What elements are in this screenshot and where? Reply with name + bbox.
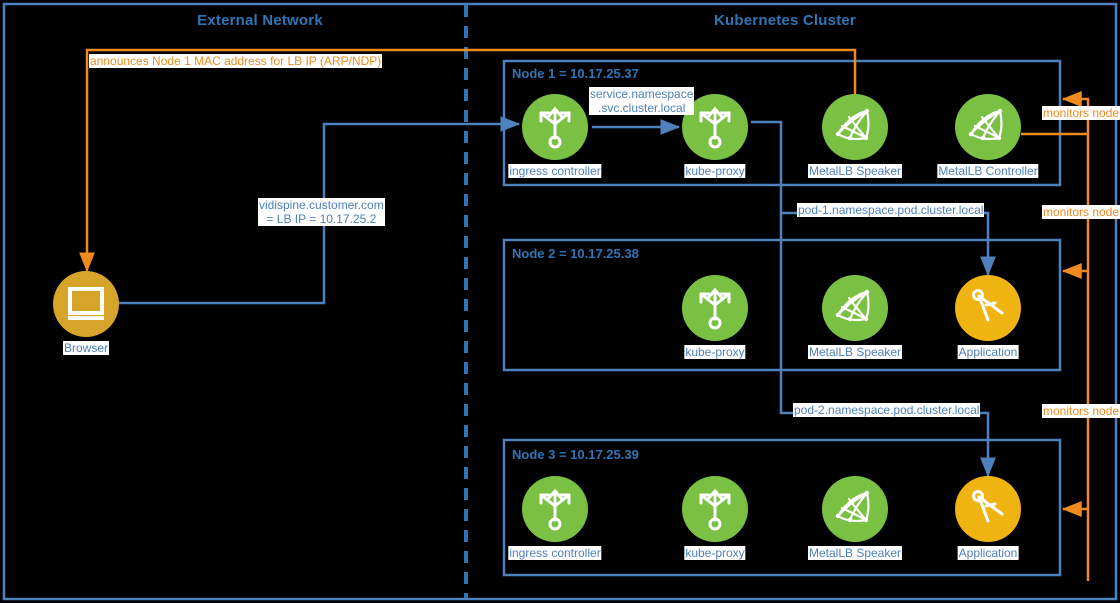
browser-circle	[53, 271, 119, 337]
external-network-title: External Network	[197, 12, 323, 29]
node3-box	[502, 438, 1062, 577]
pod1-dns-label: pod-1.namespace.pod.cluster.local	[797, 203, 985, 217]
browser-label: Browser	[62, 341, 110, 355]
monitors-node1-path	[1061, 91, 1090, 134]
lb-ip-line2: = LB IP = 10.17.25.2	[266, 212, 377, 226]
node1-title: Node 1 = 10.17.25.37	[510, 66, 641, 81]
node2-title: Node 2 = 10.17.25.38	[510, 246, 641, 261]
monitors-node1-label: monitors node	[1042, 106, 1120, 120]
node3-application-label: Application	[957, 546, 1019, 560]
node2-kubeproxy-label: kube-proxy	[684, 345, 746, 359]
node1-ingress-controller[interactable]: ingress controller	[508, 94, 602, 178]
node3-ingress-label: ingress controller	[508, 546, 602, 560]
node3-application-circle	[955, 476, 1021, 542]
metallb-speaker-icon	[835, 490, 870, 523]
node1-metallb-speaker[interactable]: MetalLB Speaker	[807, 94, 903, 178]
service-dns-line2: .svc.cluster.local	[598, 101, 686, 115]
node3-speaker-label: MetalLB Speaker	[807, 546, 903, 560]
node1-ingress-label: ingress controller	[508, 164, 602, 178]
node3-kubeproxy-label: kube-proxy	[684, 546, 746, 560]
node2-metallb-speaker[interactable]: MetalLB Speaker	[807, 275, 903, 359]
node2-application-circle	[955, 275, 1021, 341]
kube-proxy-icon	[699, 488, 731, 531]
node2-application-label: Application	[957, 345, 1019, 359]
browser-node[interactable]: Browser	[53, 271, 119, 355]
controller-to-trunk-path	[1021, 132, 1090, 581]
monitors-node3-label: monitors node	[1042, 404, 1120, 418]
node3-ingress-controller[interactable]: ingress controller	[508, 476, 602, 560]
node2-application[interactable]: Application	[955, 275, 1021, 359]
node3-title: Node 3 = 10.17.25.39	[510, 447, 641, 462]
node3-application[interactable]: Application	[955, 476, 1021, 560]
ingress-controller-icon	[539, 106, 571, 149]
node2-kube-proxy[interactable]: kube-proxy	[682, 275, 748, 359]
metallb-speaker-icon	[835, 108, 870, 141]
node1-kubeproxy-label: kube-proxy	[684, 164, 746, 178]
kubernetes-cluster-title: Kubernetes Cluster	[714, 12, 856, 29]
kube-proxy-icon	[699, 106, 731, 149]
service-dns-label: service.namespace .svc.cluster.local	[589, 87, 695, 115]
application-icon	[972, 289, 1004, 322]
pod2-dns-label: pod-2.namespace.pod.cluster.local	[793, 403, 981, 417]
arp-announce-label: announces Node 1 MAC address for LB IP (…	[89, 54, 383, 68]
service-dns-line1: service.namespace	[590, 87, 694, 101]
kube-proxy-icon	[699, 287, 731, 330]
node3-kube-proxy[interactable]: kube-proxy	[682, 476, 748, 560]
ingress-controller-icon	[539, 488, 571, 531]
node3-metallb-speaker[interactable]: MetalLB Speaker	[807, 476, 903, 560]
node1-speaker-label: MetalLB Speaker	[807, 164, 903, 178]
node1-controller-label: MetalLB Controller	[937, 164, 1039, 178]
metallb-controller-icon	[968, 108, 1003, 141]
lb-ip-line1: vidispine.customer.com	[259, 198, 384, 212]
node2-speaker-label: MetalLB Speaker	[807, 345, 903, 359]
lb-ip-label: vidispine.customer.com = LB IP = 10.17.2…	[258, 198, 385, 226]
metallb-speaker-icon	[835, 289, 870, 322]
speaker-arp-announce-path	[79, 48, 857, 273]
browser-icon	[68, 287, 104, 320]
application-icon	[972, 490, 1004, 523]
monitors-node2-label: monitors node	[1042, 205, 1120, 219]
node1-metallb-controller[interactable]: MetalLB Controller	[937, 94, 1039, 178]
